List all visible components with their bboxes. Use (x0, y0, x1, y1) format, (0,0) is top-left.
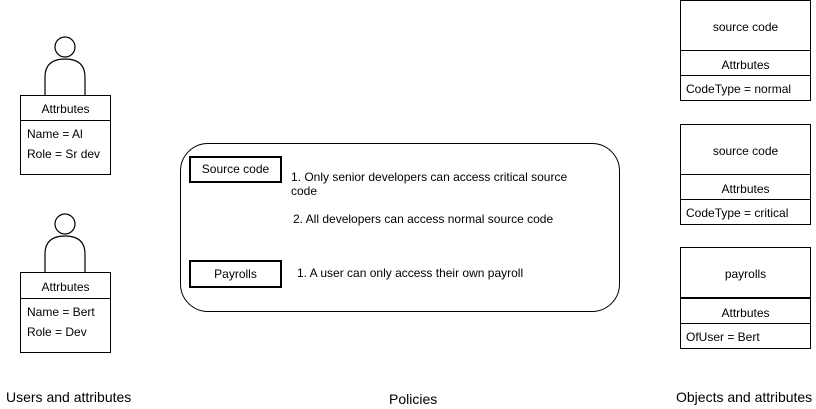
policy-label-payrolls: Payrolls (189, 260, 282, 288)
user-bert-attributes-box: Attrbutes Name = Bert Role = Dev (20, 272, 111, 353)
policy-label-source-code: Source code (189, 156, 282, 183)
object-source-code-critical-title: source code (681, 125, 810, 175)
policies-caption: Policies (389, 391, 438, 407)
user-bert-figure-icon (44, 213, 86, 273)
object-payrolls-attributes-header: Attrbutes (681, 299, 810, 324)
object-source-code-normal-title: source code (681, 1, 810, 51)
object-source-code-critical-attributes-header: Attrbutes (681, 175, 810, 200)
object-source-code-normal: source code Attrbutes CodeType = normal (680, 0, 811, 101)
user-bert-attributes-header: Attrbutes (21, 273, 110, 299)
user-al-attributes-header: Attrbutes (21, 96, 110, 121)
objects-caption: Objects and attributes (676, 389, 813, 405)
user-al-figure-icon (44, 36, 86, 96)
user-bert-role: Role = Dev (27, 325, 87, 339)
object-source-code-critical-attribute: CodeType = critical (686, 206, 789, 220)
user-bert-name: Name = Bert (27, 305, 95, 319)
user-al-role: Role = Sr dev (27, 147, 101, 161)
policy-rule-critical-source: 1. Only senior developers can access cri… (291, 170, 568, 198)
object-source-code-critical: source code Attrbutes CodeType = critica… (680, 124, 811, 225)
object-source-code-normal-attribute: CodeType = normal (686, 82, 792, 96)
policy-rule-own-payroll: 1. A user can only access their own payr… (297, 266, 524, 280)
object-payrolls: payrolls Attrbutes OfUser = Bert (680, 247, 811, 349)
user-al-name: Name = Al (27, 127, 83, 141)
object-source-code-normal-attributes-header: Attrbutes (681, 51, 810, 76)
object-payrolls-title: payrolls (681, 248, 810, 299)
policy-rule-normal-source: 2. All developers can access normal sour… (293, 212, 554, 226)
users-caption: Users and attributes (6, 389, 132, 405)
object-payrolls-attribute: OfUser = Bert (686, 330, 760, 344)
user-al-attributes-box: Attrbutes Name = Al Role = Sr dev (20, 95, 111, 175)
